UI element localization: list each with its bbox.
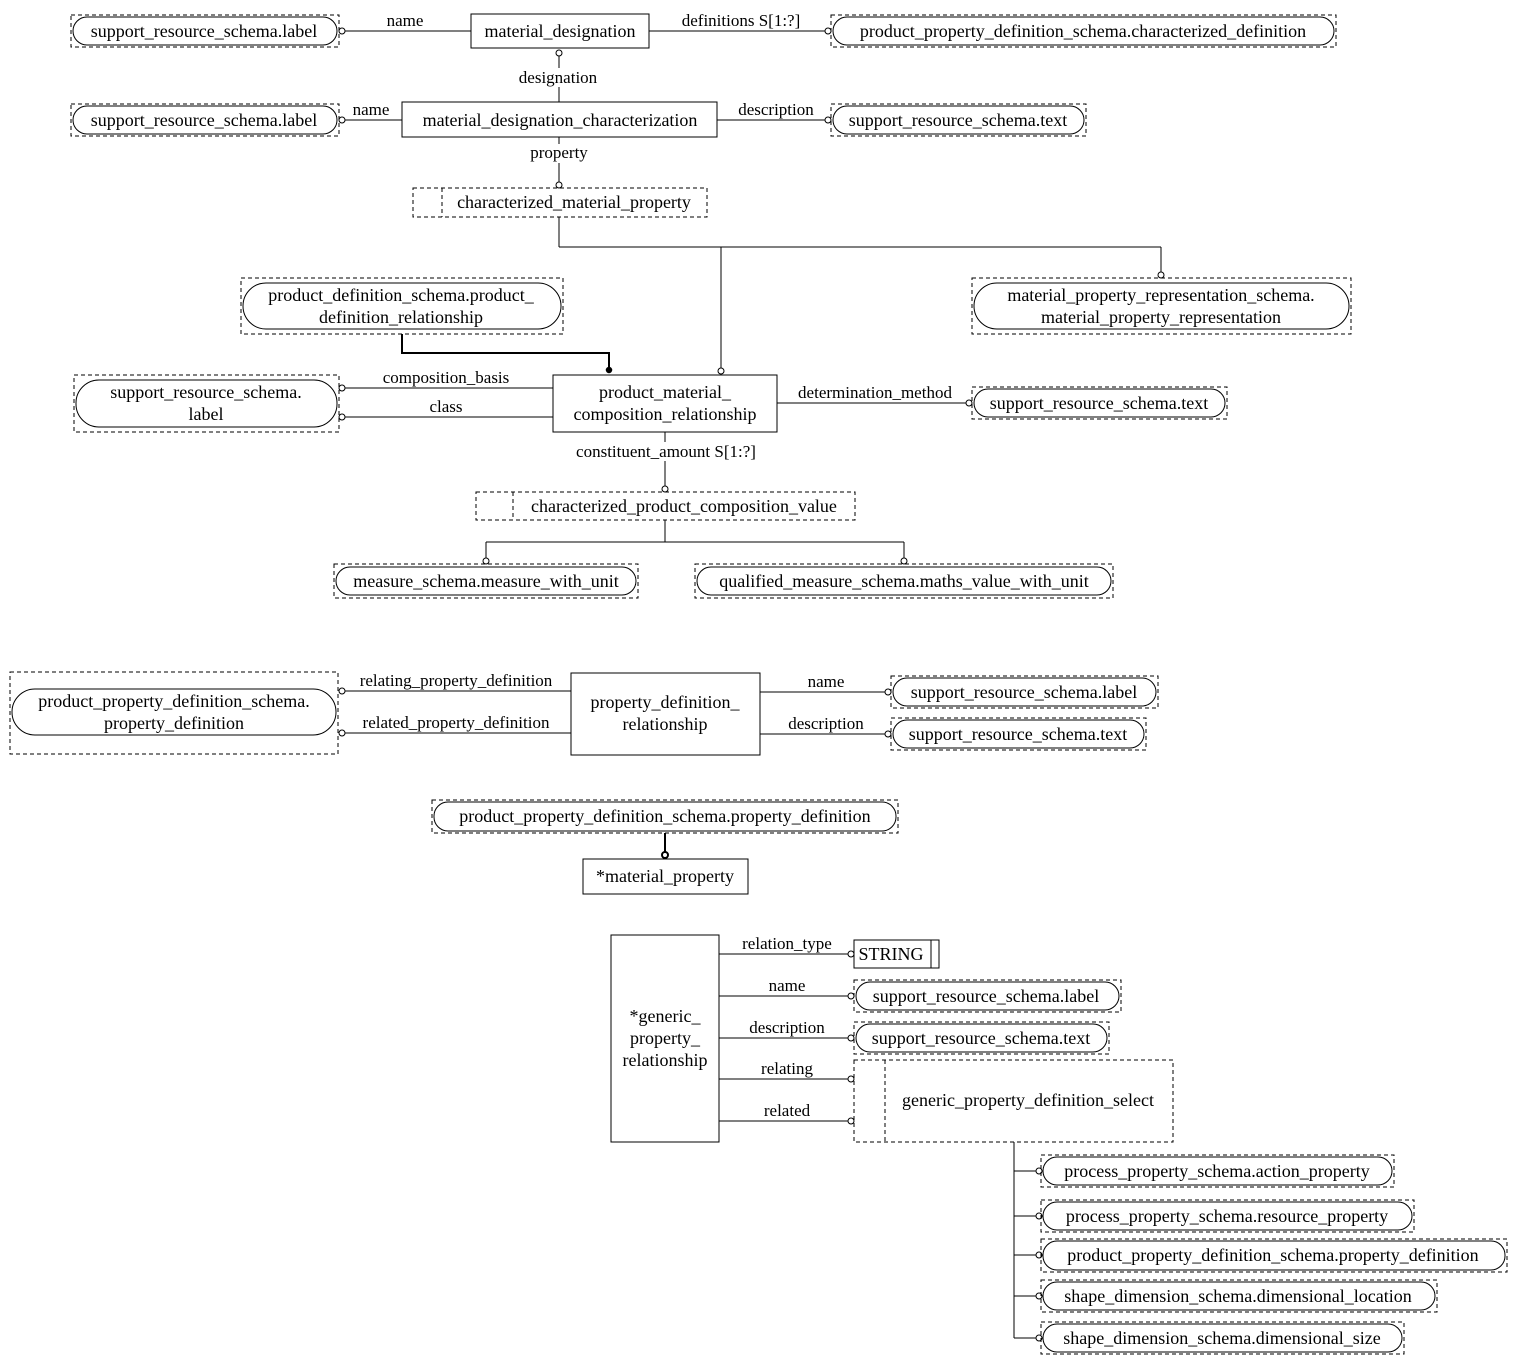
select-characterized-material-property[interactable]: characterized_material_property	[412, 187, 708, 218]
svg-text:material_property_representati: material_property_representation_schema.	[1007, 285, 1314, 305]
attr-relating-label: relating	[761, 1059, 813, 1078]
attr-designation-label: designation	[519, 68, 598, 87]
svg-text:shape_dimension_schema.dimensi: shape_dimension_schema.dimensional_locat…	[1064, 1286, 1411, 1306]
attr-description-label-3: description	[749, 1018, 825, 1037]
attr-description-label-2: description	[788, 714, 864, 733]
select-characterized-product-composition-value[interactable]: characterized_product_composition_value	[475, 491, 856, 521]
select-generic-property-definition-select[interactable]: generic_property_definition_select	[853, 1059, 1174, 1143]
ref-characterized-definition[interactable]: product_property_definition_schema.chara…	[830, 14, 1337, 48]
svg-text:material_designation_character: material_designation_characterization	[423, 110, 698, 130]
svg-text:shape_dimension_schema.dimensi: shape_dimension_schema.dimensional_size	[1063, 1328, 1380, 1348]
svg-text:definition_relationship: definition_relationship	[319, 307, 483, 327]
ref-maths-value-with-unit[interactable]: qualified_measure_schema.maths_value_wit…	[694, 563, 1114, 599]
svg-text:product_property_definition_sc: product_property_definition_schema.chara…	[860, 21, 1306, 41]
svg-text:label: label	[189, 404, 224, 424]
entity-material-property[interactable]: *material_property	[582, 858, 749, 895]
svg-text:product_property_definition_sc: product_property_definition_schema.	[38, 691, 309, 711]
svg-text:material_property_representati: material_property_representation	[1041, 307, 1281, 327]
ref-support-resource-schema-text-2[interactable]: support_resource_schema.text	[971, 386, 1228, 420]
attr-relation-type-label: relation_type	[742, 934, 832, 953]
attr-name-label-4: name	[769, 976, 806, 995]
attr-name-label-3: name	[808, 672, 845, 691]
attr-composition-basis-label: composition_basis	[383, 368, 510, 387]
ref-support-resource-schema-label-4[interactable]: support_resource_schema.label	[890, 675, 1159, 709]
attr-definitions-label: definitions S[1:?]	[682, 11, 801, 30]
attr-related-label: related	[764, 1101, 811, 1120]
svg-text:material_designation: material_designation	[485, 21, 636, 41]
svg-text:composition_relationship: composition_relationship	[574, 404, 757, 424]
attr-property-label: property	[530, 143, 588, 162]
ref-material-property-representation[interactable]: material_property_representation_schema.…	[971, 277, 1352, 335]
ref-support-resource-schema-label-3[interactable]: support_resource_schema. label	[73, 374, 340, 433]
ref-support-resource-schema-label-2[interactable]: support_resource_schema.label	[70, 103, 340, 137]
svg-text:*material_property: *material_property	[596, 866, 734, 886]
svg-text:generic_property_definition_se: generic_property_definition_select	[902, 1090, 1154, 1110]
svg-text:product_property_definition_sc: product_property_definition_schema.prope…	[459, 806, 870, 826]
entity-generic-property-relationship[interactable]: *generic_ property_ relationship	[610, 934, 720, 1143]
attr-determination-method-label: determination_method	[798, 383, 952, 402]
svg-text:product_material_: product_material_	[599, 382, 732, 402]
ref-action-property[interactable]: process_property_schema.action_property	[1040, 1154, 1395, 1188]
svg-text:relationship: relationship	[623, 1050, 708, 1070]
svg-text:support_resource_schema.text: support_resource_schema.text	[990, 393, 1208, 413]
ref-measure-with-unit[interactable]: measure_schema.measure_with_unit	[333, 563, 639, 599]
svg-text:*generic_: *generic_	[630, 1006, 702, 1026]
svg-text:qualified_measure_schema.maths: qualified_measure_schema.maths_value_wit…	[719, 571, 1088, 591]
attr-name-label: name	[387, 11, 424, 30]
entity-material-designation[interactable]: material_designation	[470, 13, 650, 49]
svg-text:property_definition: property_definition	[104, 713, 244, 733]
svg-text:support_resource_schema.label: support_resource_schema.label	[91, 21, 317, 41]
attr-class-label: class	[429, 397, 462, 416]
svg-text:support_resource_schema.label: support_resource_schema.label	[873, 986, 1099, 1006]
svg-text:property_definition_: property_definition_	[591, 692, 741, 712]
ref-support-resource-schema-label-1[interactable]: support_resource_schema.label	[70, 14, 340, 48]
ref-property-definition-2[interactable]: product_property_definition_schema.prope…	[431, 799, 899, 834]
attr-constituent-amount-label: constituent_amount S[1:?]	[576, 442, 756, 461]
ref-support-resource-schema-text-1[interactable]: support_resource_schema.text	[830, 103, 1087, 137]
entity-property-definition-relationship[interactable]: property_definition_ relationship	[570, 672, 761, 756]
entity-material-designation-characterization[interactable]: material_designation_characterization	[401, 101, 718, 138]
svg-text:support_resource_schema.text: support_resource_schema.text	[849, 110, 1067, 130]
svg-text:characterized_product_composit: characterized_product_composition_value	[531, 496, 837, 516]
svg-text:measure_schema.measure_with_un: measure_schema.measure_with_unit	[353, 571, 618, 591]
svg-text:process_property_schema.action: process_property_schema.action_property	[1064, 1161, 1369, 1181]
ref-property-definition-1[interactable]: product_property_definition_schema. prop…	[9, 671, 339, 755]
ref-resource-property[interactable]: process_property_schema.resource_propert…	[1040, 1199, 1415, 1233]
attr-description-label: description	[738, 100, 814, 119]
svg-text:support_resource_schema.text: support_resource_schema.text	[909, 724, 1127, 744]
svg-text:support_resource_schema.label: support_resource_schema.label	[911, 682, 1137, 702]
svg-text:product_definition_schema.prod: product_definition_schema.product_	[268, 285, 534, 305]
svg-text:STRING: STRING	[858, 944, 923, 964]
ref-support-resource-schema-label-5[interactable]: support_resource_schema.label	[853, 979, 1122, 1013]
svg-text:relationship: relationship	[623, 714, 708, 734]
svg-text:support_resource_schema.: support_resource_schema.	[110, 382, 301, 402]
svg-text:support_resource_schema.label: support_resource_schema.label	[91, 110, 317, 130]
attr-name-label-2: name	[353, 100, 390, 119]
ref-property-definition-3[interactable]: product_property_definition_schema.prope…	[1040, 1238, 1508, 1273]
ref-dimensional-size[interactable]: shape_dimension_schema.dimensional_size	[1040, 1321, 1405, 1355]
ref-dimensional-location[interactable]: shape_dimension_schema.dimensional_locat…	[1040, 1279, 1438, 1313]
attr-related-property-definition-label: related_property_definition	[363, 713, 550, 732]
entity-product-material-composition-relationship[interactable]: product_material_ composition_relationsh…	[552, 374, 778, 433]
ref-support-resource-schema-text-4[interactable]: support_resource_schema.text	[853, 1021, 1110, 1055]
svg-text:property_: property_	[630, 1028, 701, 1048]
svg-text:support_resource_schema.text: support_resource_schema.text	[872, 1028, 1090, 1048]
svg-text:characterized_material_propert: characterized_material_property	[457, 192, 691, 212]
ref-product-definition-relationship[interactable]: product_definition_schema.product_ defin…	[240, 277, 564, 335]
ref-support-resource-schema-text-3[interactable]: support_resource_schema.text	[890, 717, 1147, 751]
svg-text:product_property_definition_sc: product_property_definition_schema.prope…	[1067, 1245, 1478, 1265]
type-string[interactable]: STRING	[853, 939, 940, 969]
attr-relating-property-definition-label: relating_property_definition	[360, 671, 553, 690]
svg-text:process_property_schema.resour: process_property_schema.resource_propert…	[1066, 1206, 1388, 1226]
